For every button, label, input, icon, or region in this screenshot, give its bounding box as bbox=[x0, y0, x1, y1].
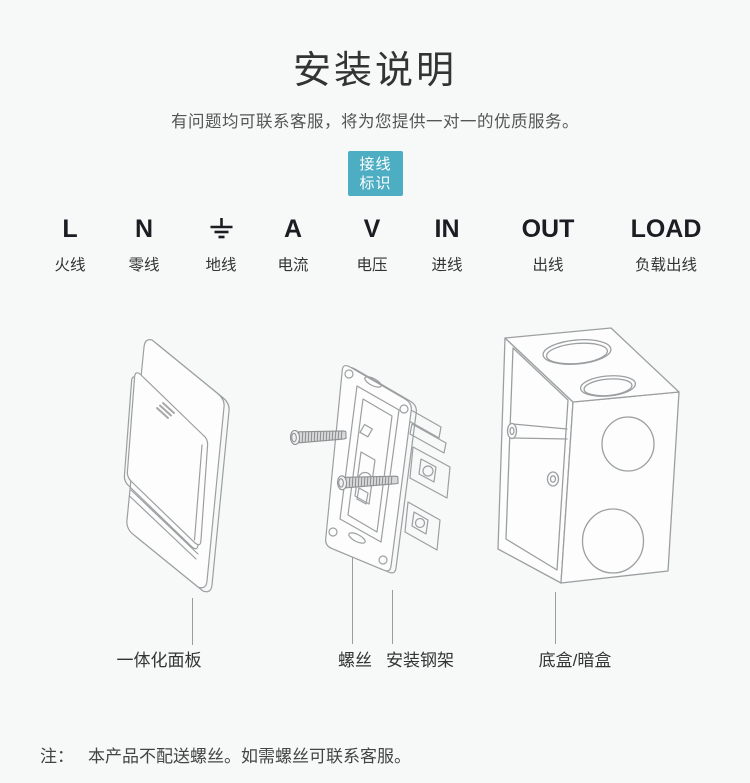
wall-box-illustration bbox=[480, 318, 695, 603]
label-in: 进线 bbox=[431, 257, 463, 274]
wiring-badge-line1: 接线 bbox=[359, 155, 392, 173]
leader-line-panel bbox=[192, 598, 193, 645]
footer-note: 注： 本产品不配送螺丝。如需螺丝可联系客服。 bbox=[40, 742, 411, 767]
label-voltage: 电压 bbox=[356, 257, 388, 274]
symbol-A: A bbox=[283, 215, 303, 243]
screws-label: 螺丝 bbox=[338, 651, 372, 670]
symbol-OUT: OUT bbox=[521, 215, 575, 243]
frame-and-screws-illustration bbox=[278, 352, 468, 592]
frame-label: 安装钢架 bbox=[386, 651, 454, 670]
wiring-badge-line2: 标识 bbox=[359, 174, 392, 192]
earth-ground-icon bbox=[205, 214, 236, 244]
wiring-item-in: IN 进线 bbox=[431, 214, 462, 275]
leader-line-frame bbox=[392, 590, 393, 644]
wiring-badge: 接线 标识 bbox=[348, 151, 403, 196]
wiring-item-voltage: V 电压 bbox=[356, 214, 387, 275]
label-neutral: 零线 bbox=[128, 257, 160, 274]
wiring-item-load: LOAD 负载出线 bbox=[631, 214, 702, 275]
box-label: 底盒/暗盒 bbox=[538, 651, 612, 670]
symbol-L: L bbox=[62, 215, 78, 243]
symbol-V: V bbox=[363, 215, 381, 243]
wiring-item-neutral: N 零线 bbox=[128, 214, 159, 275]
symbol-IN: IN bbox=[434, 215, 460, 243]
page-subtitle: 有问题均可联系客服，将为您提供一对一的优质服务。 bbox=[171, 113, 579, 131]
leader-line-screws bbox=[352, 556, 353, 644]
wiring-item-live: L 火线 bbox=[54, 214, 85, 275]
label-ground: 地线 bbox=[205, 257, 237, 274]
label-load: 负载出线 bbox=[634, 257, 698, 274]
note-text: 本产品不配送螺丝。如需螺丝可联系客服。 bbox=[88, 747, 411, 766]
wiring-item-out: OUT 出线 bbox=[522, 214, 575, 275]
symbol-N: N bbox=[134, 215, 154, 243]
label-current: 电流 bbox=[277, 257, 309, 274]
label-live: 火线 bbox=[54, 257, 86, 274]
wiring-item-current: A 电流 bbox=[277, 214, 308, 275]
note-prefix: 注： bbox=[40, 747, 74, 766]
leader-line-box bbox=[555, 592, 556, 644]
wiring-item-ground: 地线 bbox=[205, 214, 237, 275]
label-out: 出线 bbox=[532, 257, 564, 274]
panel-illustration bbox=[88, 332, 278, 612]
panel-label: 一体化面板 bbox=[116, 651, 202, 670]
symbol-LOAD: LOAD bbox=[630, 215, 702, 243]
page-title: 安装说明 bbox=[292, 50, 457, 92]
